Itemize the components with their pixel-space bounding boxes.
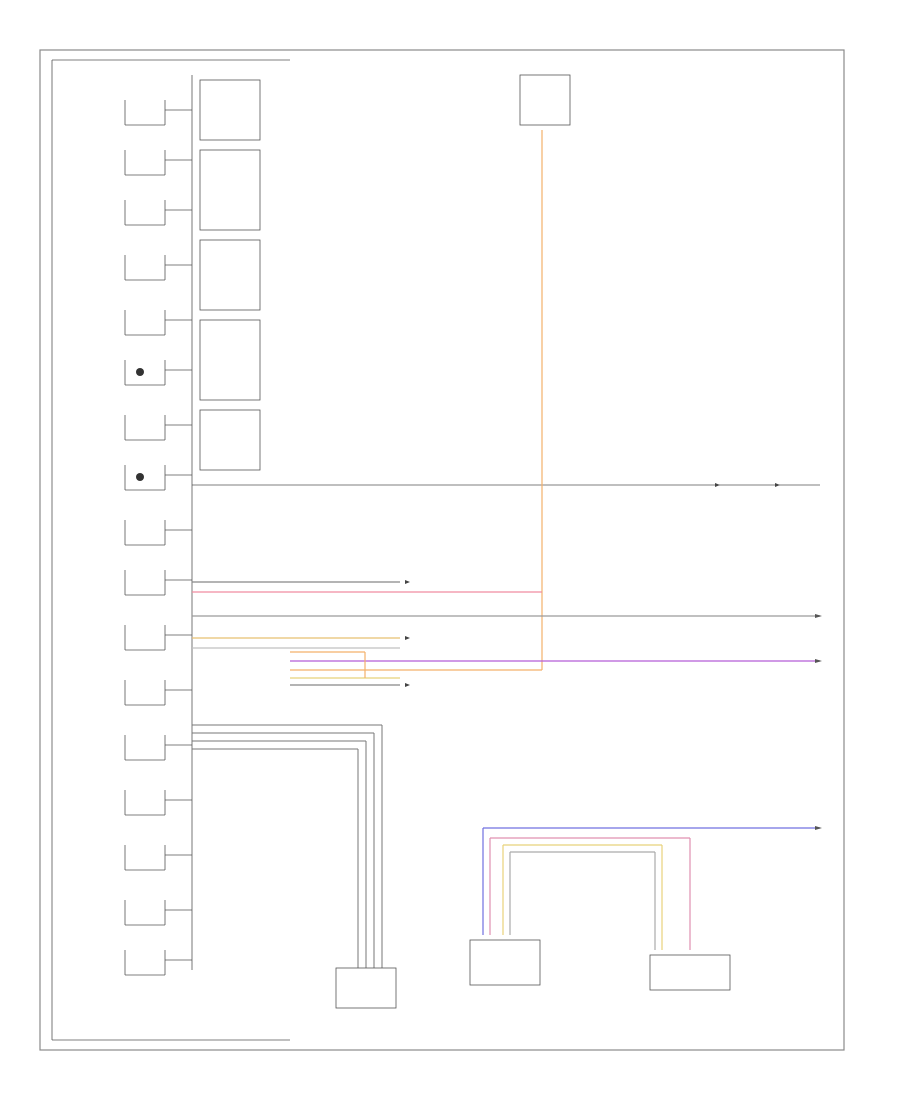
internal-switch: [124, 735, 192, 761]
internal-switch: [124, 570, 192, 596]
range-sensor: [335, 967, 397, 1009]
internal-switch: [124, 200, 192, 226]
internal-switch: [124, 900, 192, 926]
control-module: [51, 59, 290, 1041]
wire-orange: [290, 130, 543, 671]
solenoid-icon: [136, 473, 144, 481]
internal-switch: [124, 680, 192, 706]
range-sensor-wires: [192, 724, 383, 968]
sensor-boxes: [199, 79, 261, 471]
solenoid-icon: [136, 368, 144, 376]
module-wires: [192, 581, 820, 686]
sensor-box: [199, 409, 261, 471]
internal-switch: [124, 310, 192, 336]
internal-switch: [124, 520, 192, 546]
internal-switch: [124, 150, 192, 176]
internal-switch: [124, 360, 192, 386]
sensor-box: [199, 79, 261, 141]
sensor-box: [199, 149, 261, 231]
sensor-box: [199, 239, 261, 311]
internal-switch: [124, 950, 192, 976]
internal-switch: [124, 465, 192, 491]
module-internal-components: [124, 100, 192, 976]
internal-switch: [124, 790, 192, 816]
internal-switch: [124, 255, 192, 281]
internal-switch: [124, 625, 192, 651]
internal-switch: [124, 845, 192, 871]
internal-switch: [124, 100, 192, 126]
sensor-box: [199, 319, 261, 401]
internal-switch: [124, 415, 192, 441]
connector-arrow-icon: [405, 483, 780, 687]
shift-lock-wiring: [469, 827, 820, 991]
ignition-switch: [519, 74, 571, 126]
terminal-arrows: [815, 614, 822, 830]
diagram-frame: [39, 49, 845, 1051]
